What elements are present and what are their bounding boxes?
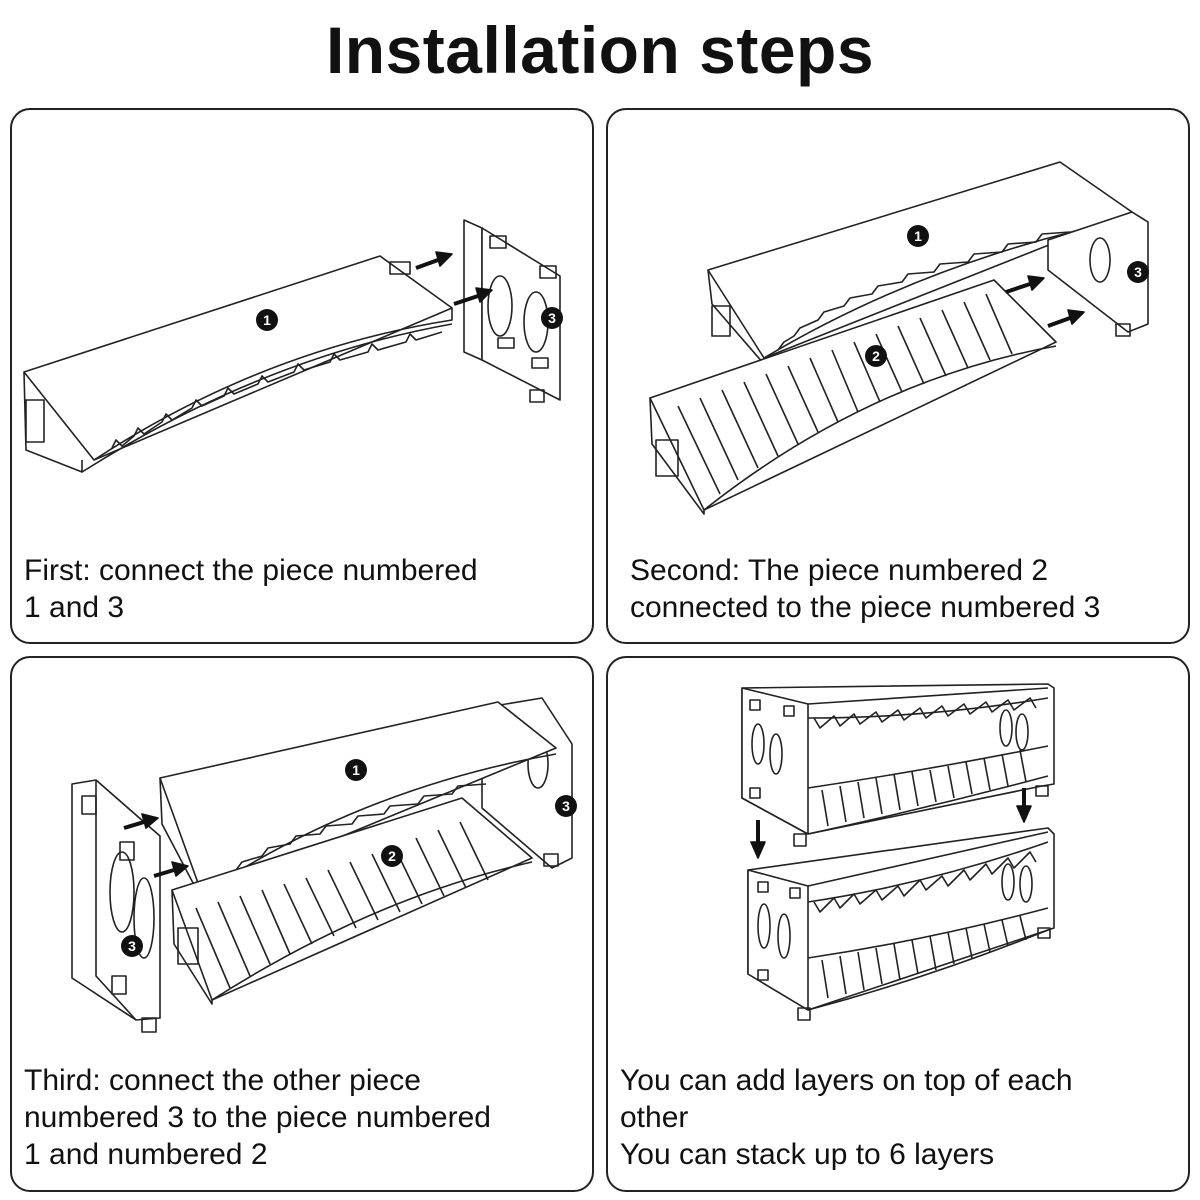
step-2-panel: 1 2 3 Second: The piece numbered 2 conne… xyxy=(606,108,1190,644)
svg-text:1: 1 xyxy=(914,228,922,244)
svg-text:3: 3 xyxy=(562,798,570,814)
step-1-panel: 1 3 First: connect the piece numbered 1 … xyxy=(10,108,594,644)
step-4-illustration xyxy=(741,683,1055,1021)
step-2-illustration: 1 2 3 xyxy=(649,161,1149,515)
svg-text:2: 2 xyxy=(872,348,880,364)
svg-text:1: 1 xyxy=(263,312,271,328)
step-3-panel: 1 2 3 3 Third: connect the other piece n… xyxy=(10,656,594,1192)
part-badge-1: 1 xyxy=(345,759,367,781)
part-badge-1: 1 xyxy=(907,225,929,247)
part-badge-3: 3 xyxy=(1127,261,1149,283)
step-3-caption: Third: connect the other piece numbered … xyxy=(24,1064,491,1171)
part-badge-2: 2 xyxy=(865,345,887,367)
part-badge-3: 3 xyxy=(121,935,143,957)
svg-text:3: 3 xyxy=(1134,264,1142,280)
step-4-panel: You can add layers on top of each other … xyxy=(606,656,1190,1192)
part-badge-3: 3 xyxy=(541,307,563,329)
step-1-caption: First: connect the piece numbered 1 and … xyxy=(24,554,478,624)
step-1-illustration: 1 3 xyxy=(23,219,563,473)
part-badge-3: 3 xyxy=(555,795,577,817)
step-3-illustration: 1 2 3 3 xyxy=(71,697,577,1033)
svg-text:1: 1 xyxy=(352,762,360,778)
part-badge-1: 1 xyxy=(256,309,278,331)
svg-text:3: 3 xyxy=(548,310,556,326)
svg-text:2: 2 xyxy=(388,848,396,864)
step-4-caption: You can add layers on top of each other … xyxy=(620,1064,1073,1171)
part-badge-2: 2 xyxy=(381,845,403,867)
step-2-caption: Second: The piece numbered 2 connected t… xyxy=(630,554,1101,624)
svg-text:3: 3 xyxy=(128,938,136,954)
page-title: Installation steps xyxy=(325,13,875,87)
